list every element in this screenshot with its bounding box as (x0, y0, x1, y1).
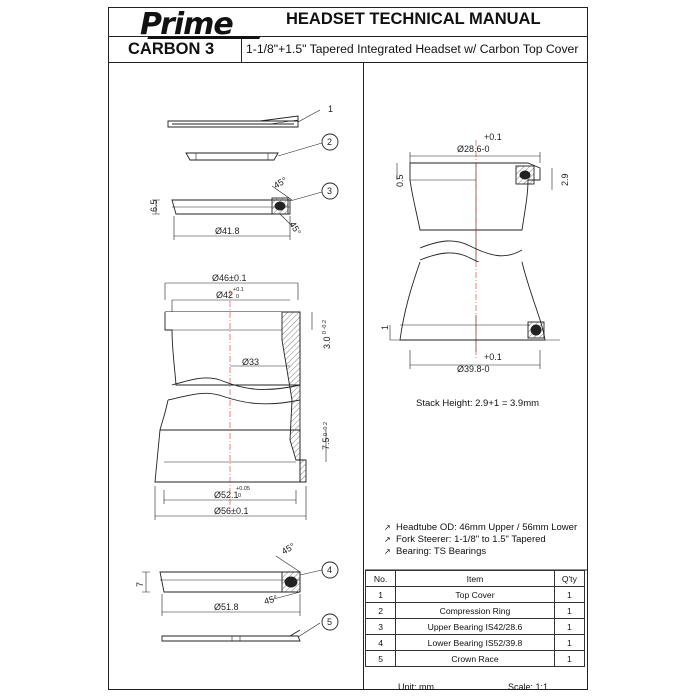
row-item: Top Cover (395, 586, 555, 603)
spec-notes: ↗Headtube OD: 46mm Upper / 56mm Lower ↗F… (384, 522, 577, 558)
row-no: 1 (364, 586, 397, 603)
top-cover-part (167, 115, 299, 128)
row-item: Lower Bearing IS52/39.8 (395, 634, 555, 651)
row-qty: 1 (553, 650, 586, 667)
headtube-inner-bottom: Ø52.1 (214, 490, 239, 500)
row-item: Crown Race (395, 650, 555, 667)
headtube-inner-bottom-tol2: 0 (238, 493, 241, 499)
header-divider (108, 36, 588, 37)
assembly-top-offset: 0.5 (395, 174, 405, 187)
callout-5: 5 (327, 617, 332, 627)
upper-bearing-height: 6.5 (149, 199, 159, 212)
note-bearing: ↗Bearing: TS Bearings (384, 546, 487, 557)
headtube-lower-depth: 7.5 (321, 437, 331, 450)
upper-bearing-diameter: Ø41.8 (215, 226, 240, 236)
row-no: 4 (364, 634, 397, 651)
scale-label: Scale: 1:1 (508, 682, 549, 692)
assembly-bottom-offset: 1 (380, 325, 390, 330)
headtube-inner-top: Ø42 (216, 290, 233, 300)
table-row: 5 Crown Race 1 (364, 650, 586, 667)
stack-height: Stack Height: 2.9+1 = 3.9mm (416, 398, 540, 409)
headtube-inner-top-tol2: 0 (236, 294, 239, 300)
row-qty: 1 (553, 586, 586, 603)
col-qty: Q'ty (553, 570, 586, 587)
lower-bearing-angle-bottom: 45° (263, 593, 279, 606)
headtube-outer-bottom: Ø56±0.1 (214, 506, 248, 516)
col-item: Item (395, 570, 555, 587)
headtube-section (154, 290, 307, 512)
lower-bearing-part (159, 571, 301, 593)
headtube-lower-depth-tol: 0 -0.2 (323, 422, 329, 436)
subtitle-divider (108, 62, 588, 63)
row-qty: 1 (553, 634, 586, 651)
headtube-inner-top-tol: +0.1 (233, 287, 244, 293)
assembly-bottom-diameter: Ø39.8-0 (457, 364, 490, 374)
note-headtube-text: Headtube OD: 46mm Upper / 56mm Lower (396, 522, 578, 533)
note-bearing-text: Bearing: TS Bearings (396, 546, 487, 557)
upper-bearing-part (171, 197, 291, 215)
callout-3: 3 (327, 186, 332, 196)
drawing-sheet (108, 7, 588, 690)
row-no: 5 (364, 650, 397, 667)
unit-label: Unit: mm (398, 682, 434, 692)
view-divider (363, 62, 364, 690)
callout-1: 1 (328, 104, 333, 114)
model-name: CARBON 3 (128, 40, 215, 58)
headtube-upper-depth: 3.0 (322, 336, 332, 349)
headtube-inner-bottom-tol: +0.05 (236, 486, 250, 492)
row-item: Compression Ring (395, 602, 555, 619)
parts-table: No. Item Q'ty 1 Top Cover 1 2 Compressio… (364, 570, 586, 667)
row-qty: 1 (553, 602, 586, 619)
row-qty: 1 (553, 618, 586, 635)
crown-race-part (161, 629, 301, 642)
lower-bearing-angle-top: 45° (280, 541, 297, 557)
model-divider (241, 36, 242, 62)
note-headtube: ↗Headtube OD: 46mm Upper / 56mm Lower (384, 522, 578, 533)
headtube-outer-top: Ø46±0.1 (212, 273, 246, 283)
assembly-top-diameter: Ø28.6-0 (457, 144, 490, 154)
page-title: HEADSET TECHNICAL MANUAL (286, 10, 541, 28)
table-row: 1 Top Cover 1 (364, 586, 586, 603)
assembly-top-tol: +0.1 (484, 132, 502, 142)
row-no: 2 (364, 602, 397, 619)
assembly-bottom-tol: +0.1 (484, 352, 502, 362)
parts-table-header: No. Item Q'ty (364, 570, 586, 587)
compression-ring-part (185, 152, 279, 161)
upper-bearing-angle-top: 45° (272, 175, 289, 191)
assembly-view (390, 140, 560, 360)
assembly-top-stack: 2.9 (560, 173, 570, 186)
headtube-upper-depth-tol: 0 -0.2 (322, 320, 328, 334)
table-row: 4 Lower Bearing IS52/39.8 1 (364, 634, 586, 651)
table-row: 2 Compression Ring 1 (364, 602, 586, 619)
callout-2: 2 (327, 137, 332, 147)
note-steerer-text: Fork Steerer: 1-1/8" to 1.5" Tapered (396, 534, 546, 545)
lower-bearing-diameter: Ø51.8 (214, 602, 239, 612)
table-row: 3 Upper Bearing IS42/28.6 1 (364, 618, 586, 635)
lower-bearing-height: 7 (135, 582, 145, 587)
row-no: 3 (364, 618, 397, 635)
headtube-bore-upper: Ø33 (242, 357, 259, 367)
row-item: Upper Bearing IS42/28.6 (395, 618, 555, 635)
col-no: No. (364, 570, 397, 587)
model-subtitle: 1-1/8"+1.5" Tapered Integrated Headset w… (246, 42, 579, 56)
callout-4: 4 (327, 565, 332, 575)
note-steerer: ↗Fork Steerer: 1-1/8" to 1.5" Tapered (384, 534, 546, 545)
